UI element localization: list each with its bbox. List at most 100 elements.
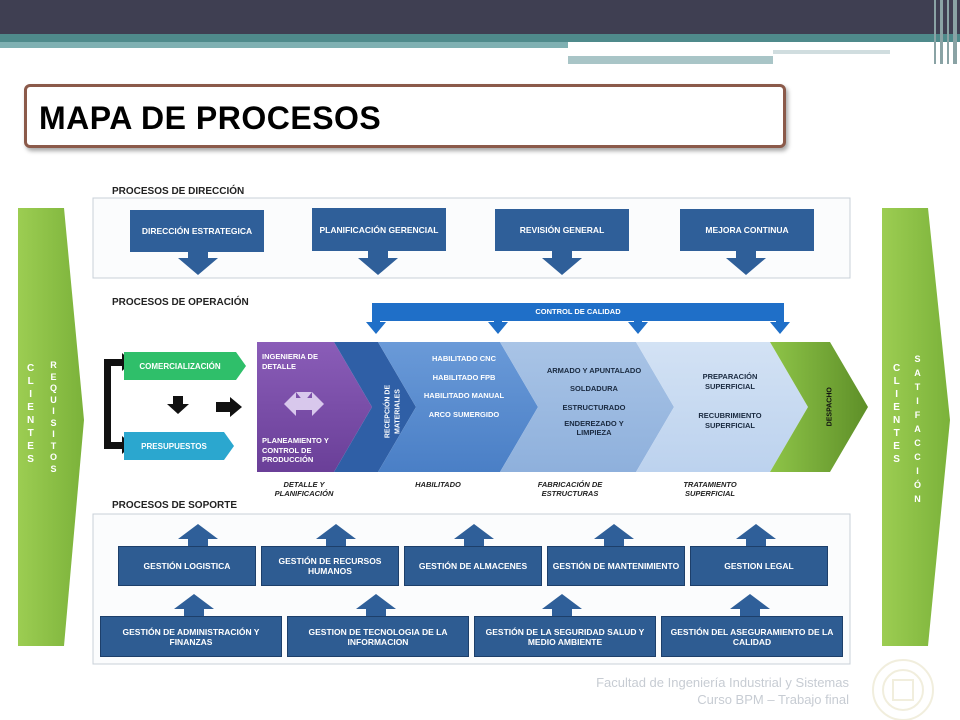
soporte-item: GESTIÓN DE ALMACENES <box>404 546 542 586</box>
letter: L <box>27 376 34 387</box>
stage-fabricacion <box>500 342 674 472</box>
letter: O <box>50 452 58 462</box>
title-box: MAPA DE PROCESOS <box>24 84 786 148</box>
clientes-satisfaccion-arrow <box>882 208 950 646</box>
up-arrow <box>316 524 356 546</box>
letter: I <box>916 466 919 476</box>
habilitado-item: HABILITADO MANUAL <box>423 391 505 400</box>
header-stripe <box>568 56 773 64</box>
letter: S <box>914 354 921 364</box>
stage-label: TRATAMIENTO SUPERFICIAL <box>683 480 737 498</box>
header-stripe <box>773 50 890 54</box>
planeamiento-label: PLANEAMIENTO Y CONTROL DE PRODUCCIÓN <box>262 436 329 464</box>
letter: Ó <box>914 480 922 490</box>
up-arrow <box>174 594 214 616</box>
soporte-item: GESTIÓN DE LA SEGURIDAD SALUD Y MEDIO AM… <box>474 616 656 657</box>
letter: I <box>52 429 55 439</box>
letter: L <box>893 376 900 387</box>
operacion-label: PROCESOS DE OPERACIÓN <box>112 297 249 308</box>
stage-habilitado <box>378 342 538 472</box>
header-bar <box>0 0 960 34</box>
fabricacion-item: SOLDADURA <box>570 383 618 393</box>
letter: T <box>50 440 57 451</box>
fabricacion-item: ARMADO Y APUNTALADO <box>546 366 642 375</box>
letter: E <box>893 402 900 413</box>
letter: S <box>893 454 900 465</box>
header-vertical-lines <box>930 0 960 64</box>
soporte-item: GESTIÓN LOGISTICA <box>118 546 256 586</box>
letter: N <box>27 415 35 426</box>
letter: U <box>50 394 57 405</box>
header-stripe <box>0 34 960 42</box>
presupuestos-label: PRESUPUESTOS <box>141 441 207 451</box>
letter: T <box>893 428 900 439</box>
fabricacion-list: ARMADO Y APUNTALADO SOLDADURA ESTRUCTURA… <box>546 366 642 438</box>
up-arrow <box>730 594 770 616</box>
letter: E <box>893 441 900 452</box>
fabricacion-item: ENDEREZADO Y LIMPIEZA <box>564 418 624 438</box>
clientes-requisitos-arrow <box>18 208 84 646</box>
letter: S <box>50 463 57 474</box>
footer-line: Curso BPM – Trabajo final <box>697 692 849 707</box>
soporte-item: GESTION DE TECNOLOGIA DE LA INFORMACION <box>287 616 469 657</box>
stage-label: FABRICACIÓN DE ESTRUCTURAS <box>537 480 603 498</box>
tratamiento-list: PREPARACIÓN SUPERFICIAL RECUBRIMIENTO SU… <box>682 372 778 430</box>
soporte-label: PROCESOS DE SOPORTE <box>112 500 238 511</box>
soporte-item: GESTION LEGAL <box>690 546 828 586</box>
letter: N <box>914 494 921 504</box>
letter: S <box>27 454 34 465</box>
fabricacion-item: ESTRUCTURADO <box>562 403 626 412</box>
up-arrow <box>178 524 218 546</box>
footer-line: Facultad de Ingeniería Industrial y Sist… <box>596 675 849 690</box>
direccion-label: PROCESOS DE DIRECCIÓN <box>112 186 245 197</box>
direccion-item: MEJORA CONTINUA <box>680 209 814 251</box>
soporte-item: GESTIÓN DE RECURSOS HUMANOS <box>261 546 399 586</box>
up-arrow <box>736 524 776 546</box>
double-arrow-icon <box>296 392 312 402</box>
letter: T <box>914 382 921 392</box>
letter: F <box>914 410 921 420</box>
letter: I <box>895 389 898 400</box>
university-seal <box>872 659 934 720</box>
header-stripe <box>0 42 568 48</box>
stage-recepcion <box>334 342 416 472</box>
letter: C <box>914 452 921 462</box>
control-calidad-bar <box>372 303 784 321</box>
letter: Q <box>50 383 58 393</box>
ingenieria-label: INGENIERIA DE DETALLE <box>262 352 318 371</box>
stage-label: DETALLE Y PLANIFICACIÓN <box>274 480 334 498</box>
letter: C <box>914 438 921 448</box>
letter: C <box>893 363 901 374</box>
letter: E <box>50 371 57 382</box>
soporte-item: GESTIÓN DE MANTENIMIENTO <box>547 546 685 586</box>
letter: C <box>27 363 35 374</box>
habilitado-item: HABILITADO CNC <box>431 354 497 363</box>
letter: I <box>29 389 32 400</box>
tratamiento-item: RECUBRIMIENTO SUPERFICIAL <box>698 411 762 430</box>
despacho-label: DESPACHO <box>826 387 834 427</box>
direccion-item: PLANIFICACIÓN GERENCIAL <box>312 208 446 251</box>
stage-tratamiento <box>636 342 808 472</box>
slide-title: MAPA DE PROCESOS <box>39 100 382 136</box>
letter: E <box>27 441 34 452</box>
right-arrow-small <box>216 397 242 417</box>
tratamiento-item: PREPARACIÓN SUPERFICIAL <box>702 372 758 391</box>
comercializacion-shape <box>124 352 246 380</box>
stage-despacho <box>770 342 868 472</box>
letter: N <box>893 415 901 426</box>
habilitado-item: HABILITADO FPB <box>432 372 496 382</box>
letter: A <box>914 368 921 378</box>
habilitado-item: ARCO SUMERGIDO <box>428 409 500 419</box>
up-arrow <box>594 524 634 546</box>
down-arrow <box>358 250 398 275</box>
habilitado-list: HABILITADO CNC HABILITADO FPB HABILITADO… <box>418 354 510 419</box>
up-arrow <box>454 524 494 546</box>
letter: E <box>27 402 34 413</box>
direccion-item: DIRECCIÓN ESTRATEGICA <box>130 210 264 252</box>
comercializacion-label: COMERCIALIZACIÓN <box>139 361 221 371</box>
